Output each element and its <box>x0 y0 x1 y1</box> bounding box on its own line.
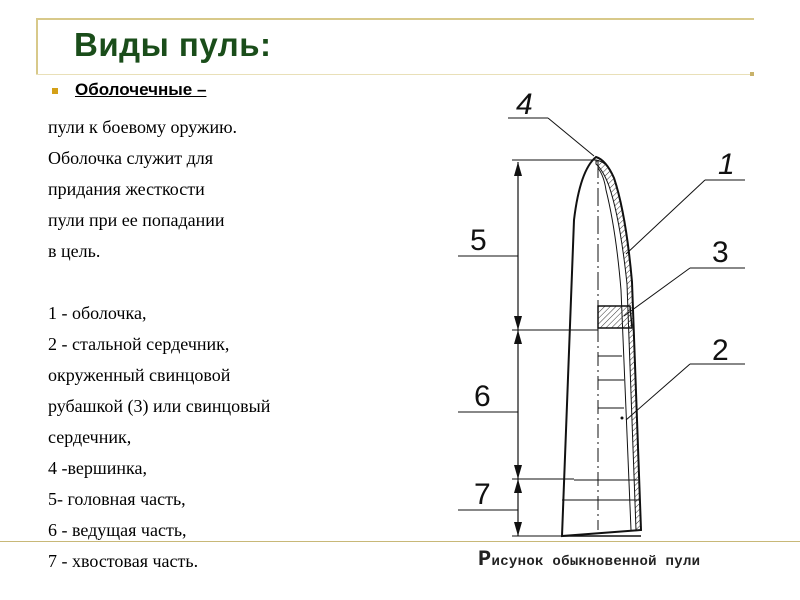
slide-title: Виды пуль: <box>74 26 272 63</box>
dimension-arrow <box>514 465 522 479</box>
jacket-inner-line <box>597 167 632 531</box>
description-line: пули к боевому оружию. <box>48 117 238 137</box>
dimension-arrow <box>514 162 522 176</box>
legend-line: рубашкой (3) или свинцовый <box>48 396 271 416</box>
core-dot <box>620 416 624 420</box>
part-label-3: 3 <box>712 236 729 269</box>
leader-line <box>625 179 706 255</box>
dimension-arrow <box>514 330 522 344</box>
description-line: Оболочка служит для <box>48 148 214 168</box>
leader-line <box>547 117 595 157</box>
description-line: в цель. <box>48 241 101 261</box>
dimension-arrow <box>514 522 522 536</box>
legend-line: 4 -вершинка, <box>48 458 147 478</box>
bullet-square-icon <box>52 88 58 94</box>
legend-line: сердечник, <box>48 427 132 447</box>
subheading: Оболочечные – <box>75 80 207 99</box>
part-label-7: 7 <box>474 478 491 511</box>
part-label-4: 4 <box>516 88 533 121</box>
description-line: пули при ее попадании <box>48 210 225 230</box>
frame-top-line <box>36 18 754 20</box>
caption-text: исунок обыкновенной пули <box>491 554 701 570</box>
part-label-6: 6 <box>474 380 491 413</box>
legend-line: окруженный свинцовой <box>48 365 231 385</box>
legend-line: 7 - хвостовая часть. <box>48 551 199 571</box>
lead-jacket-block <box>597 305 633 329</box>
bullet-jacket <box>595 159 642 531</box>
legend-line: 5- головная часть, <box>48 489 186 509</box>
leader-line <box>623 267 691 317</box>
leader-line <box>625 363 691 421</box>
description-line: придания жесткости <box>48 179 205 199</box>
legend-line: 2 - стальной сердечник, <box>48 334 230 354</box>
frame-left-line <box>36 18 38 74</box>
body-text: пули к боевому оружию. Оболочка служит д… <box>48 112 270 577</box>
part-label-5: 5 <box>470 224 487 257</box>
diagram-caption: Рисунок обыкновенной пули <box>478 547 700 572</box>
frame-title-underline <box>36 74 754 75</box>
caption-initial: Р <box>478 547 492 572</box>
frame-bottom-line <box>0 541 800 542</box>
legend-line: 6 - ведущая часть, <box>48 520 187 540</box>
part-label-2: 2 <box>712 334 729 367</box>
dimension-arrow <box>514 316 522 330</box>
dimension-arrow <box>514 479 522 493</box>
legend-line: 1 - оболочка, <box>48 303 147 323</box>
frame-corner-dot <box>750 72 754 76</box>
part-label-1: 1 <box>718 148 735 181</box>
